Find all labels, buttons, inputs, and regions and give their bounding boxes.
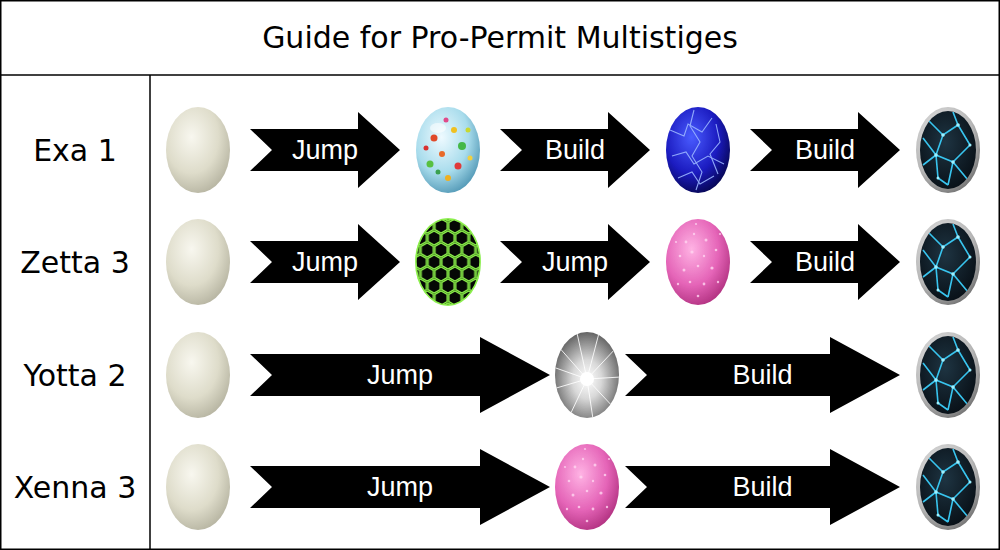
egg bbox=[166, 219, 230, 305]
step-arrow: Build bbox=[750, 224, 900, 300]
step-arrow: Build bbox=[625, 449, 900, 525]
arrow-body bbox=[250, 337, 550, 413]
egg bbox=[916, 444, 980, 530]
arrow-label: Build bbox=[732, 474, 792, 501]
row-header-cell: Zetta 3 bbox=[0, 232, 150, 292]
step-arrow: Build bbox=[750, 112, 900, 188]
arrow-body bbox=[250, 449, 550, 525]
arrow-label: Jump bbox=[542, 249, 608, 276]
egg bbox=[166, 332, 230, 418]
arrow-body bbox=[500, 224, 650, 300]
step-arrow: Jump bbox=[500, 224, 650, 300]
egg bbox=[166, 444, 230, 530]
row-header-cell: Xenna 3 bbox=[0, 457, 150, 517]
step-arrow: Build bbox=[500, 112, 650, 188]
step-arrow: Build bbox=[625, 337, 900, 413]
row-header: Xenna 3 bbox=[14, 470, 137, 505]
diagram-title: Guide for Pro-Permit Multistiges bbox=[262, 20, 738, 55]
row-header: Yotta 2 bbox=[23, 358, 126, 393]
egg bbox=[916, 107, 980, 193]
egg-row-2 bbox=[166, 218, 980, 306]
arrow-label: Build bbox=[732, 362, 792, 389]
title-cell: Guide for Pro-Permit Multistiges bbox=[0, 0, 1000, 75]
egg bbox=[666, 107, 730, 193]
egg bbox=[415, 218, 481, 306]
arrow-label: Jump bbox=[292, 137, 358, 164]
row-header-cell: Exa 1 bbox=[0, 120, 150, 180]
arrow-body bbox=[250, 112, 400, 188]
egg bbox=[666, 219, 730, 305]
egg bbox=[916, 332, 980, 418]
arrow-label: Build bbox=[795, 137, 855, 164]
egg-row-4 bbox=[166, 444, 980, 530]
row-header-cell: Yotta 2 bbox=[0, 345, 150, 405]
arrow-body bbox=[750, 224, 900, 300]
arrow-label: Build bbox=[545, 137, 605, 164]
arrow-label: Build bbox=[795, 249, 855, 276]
arrow-body bbox=[250, 224, 400, 300]
arrow-body bbox=[625, 449, 900, 525]
arrow-body bbox=[750, 112, 900, 188]
arrow-label: Jump bbox=[292, 249, 358, 276]
step-arrow: Jump bbox=[250, 224, 400, 300]
egg-row-1 bbox=[166, 107, 980, 193]
egg bbox=[416, 107, 480, 193]
row-header: Zetta 3 bbox=[20, 245, 130, 280]
arrow-body bbox=[500, 112, 650, 188]
arrow-label: Jump bbox=[367, 474, 433, 501]
arrow-body bbox=[625, 337, 900, 413]
egg bbox=[916, 219, 980, 305]
row-header: Exa 1 bbox=[33, 133, 117, 168]
egg bbox=[553, 332, 621, 419]
step-arrow: Jump bbox=[250, 112, 400, 188]
arrow-label: Jump bbox=[367, 362, 433, 389]
step-arrow: Jump bbox=[250, 449, 550, 525]
egg-row-3 bbox=[166, 332, 980, 419]
egg bbox=[166, 107, 230, 193]
egg bbox=[555, 444, 619, 530]
step-arrow: Jump bbox=[250, 337, 550, 413]
